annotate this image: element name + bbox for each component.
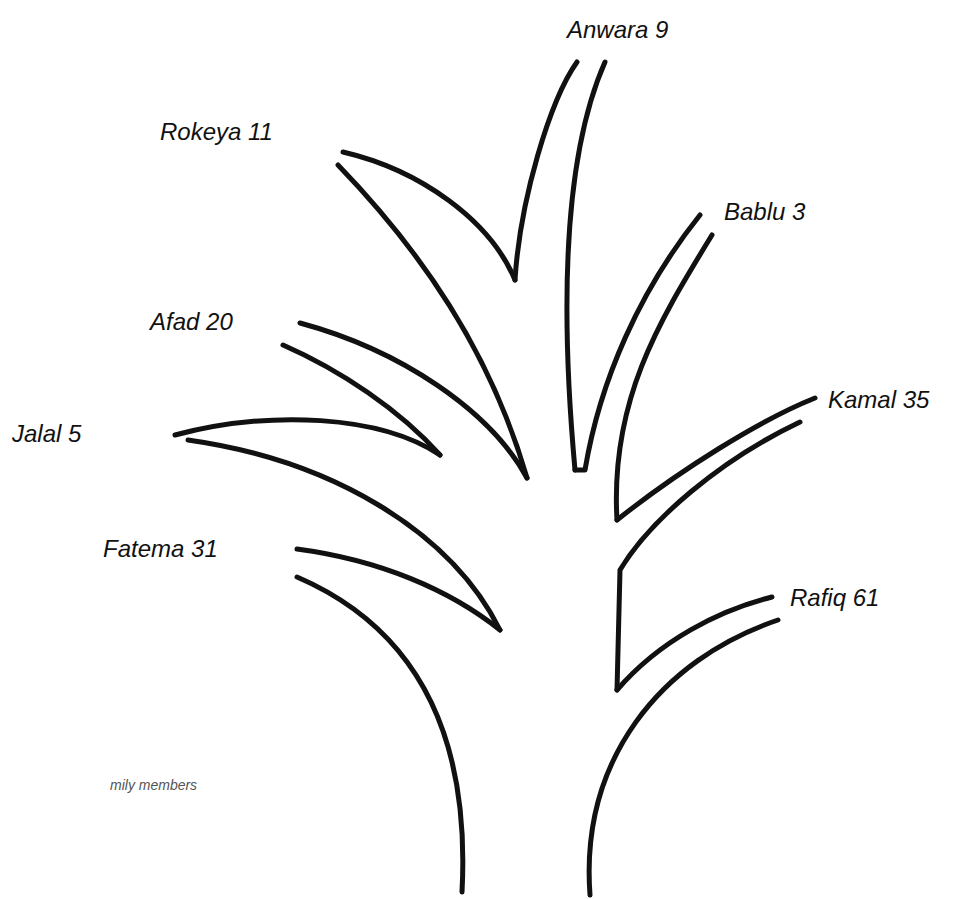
family-member-label: Fatema 31 [103, 535, 218, 563]
branch-line [283, 345, 440, 455]
family-member-label: Kamal 35 [828, 386, 929, 414]
branch-line [175, 420, 440, 455]
trunk-left-line [297, 577, 463, 892]
branch-line [300, 323, 527, 478]
branch-line [617, 398, 815, 520]
branch-line [297, 549, 500, 630]
family-member-label: Bablu 3 [724, 198, 805, 226]
branch-line [188, 440, 500, 630]
branch-line [338, 165, 527, 478]
branch-line [616, 235, 712, 520]
family-member-label: Anwara 9 [567, 16, 668, 44]
branch-line [343, 152, 515, 280]
branch-line [617, 597, 772, 690]
family-member-label: Jalal 5 [12, 420, 81, 448]
family-member-label: Afad 20 [150, 308, 233, 336]
family-member-label: Rafiq 61 [790, 584, 879, 612]
branch-line [575, 215, 700, 470]
family-member-label: Rokeya 11 [160, 118, 273, 146]
figure-caption: mily members [110, 776, 197, 794]
trunk-right-line [589, 620, 778, 895]
branch-line [617, 422, 800, 690]
